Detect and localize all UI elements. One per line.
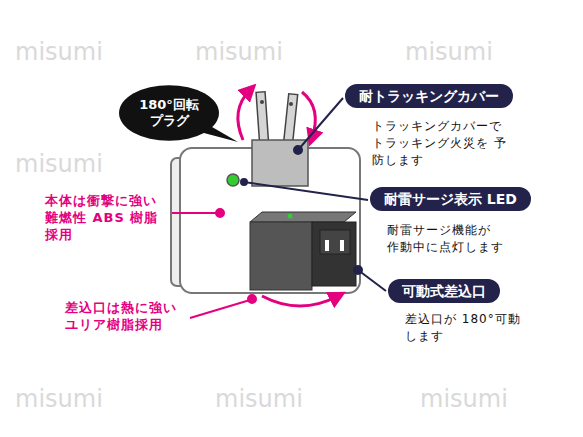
tag-text: 可動式差込口 — [402, 282, 486, 300]
speech-bubble: 180°回転 プラグ — [118, 84, 220, 142]
watermark: misumi — [15, 38, 103, 66]
plug-prongs — [256, 92, 298, 147]
watermark: misumi — [195, 38, 283, 66]
rotation-arrow — [238, 90, 250, 140]
feature-tag: 可動式差込口 — [388, 279, 500, 303]
feature-tag: 耐トラッキングカバー — [345, 84, 513, 108]
tag-text: 耐トラッキングカバー — [359, 87, 499, 105]
pink-leaders — [172, 209, 256, 318]
feature-description: 耐雷サージ機能が 作動中に点灯します — [387, 222, 506, 256]
tag-text: 耐雷サージ表示 LED — [384, 190, 517, 208]
leader-lines — [241, 98, 386, 291]
feature-description: 差込口が 180°可動 します — [405, 311, 527, 345]
watermark: misumi — [15, 150, 103, 178]
watermark: misumi — [405, 38, 493, 66]
material-note: 差込口は熱に強い ユリア樹脂採用 — [65, 300, 185, 334]
bubble-text: 180°回転 プラグ — [134, 97, 204, 128]
watermark: misumi — [15, 385, 103, 413]
feature-description: トラッキングカバーで トラッキング火災を 予防します — [372, 118, 507, 168]
surge-led — [227, 174, 239, 186]
watermark: misumi — [215, 385, 303, 413]
feature-tag: 耐雷サージ表示 LED — [370, 187, 531, 211]
material-note: 本体は衝撃に強い 難燃性 ABS 樹脂 採用 — [45, 193, 165, 244]
outlet-module — [250, 212, 356, 290]
watermark: misumi — [420, 385, 508, 413]
tracking-cover — [252, 140, 308, 186]
swivel-arrow — [262, 296, 338, 306]
